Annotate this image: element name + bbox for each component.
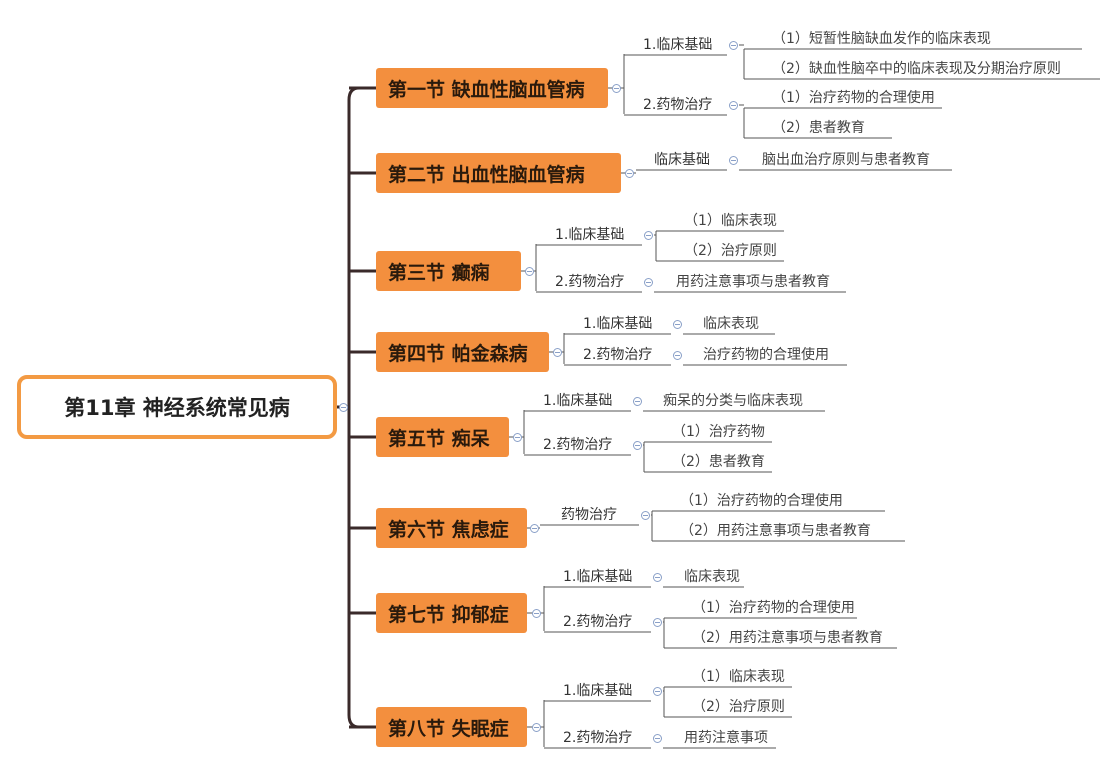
branch-label[interactable]: 2.药物治疗 bbox=[643, 97, 713, 113]
leaf-item[interactable]: （1）治疗药物的合理使用 bbox=[680, 493, 843, 509]
main-trunk-line bbox=[347, 86, 360, 729]
leaf-item[interactable]: （2）用药注意事项与患者教育 bbox=[680, 523, 871, 539]
section-topic-3[interactable]: 第三节 癫痫 bbox=[376, 251, 521, 291]
leaf-item[interactable]: （1）短暂性脑缺血发作的临床表现 bbox=[772, 31, 991, 47]
leaf-item[interactable]: （1）治疗药物的合理使用 bbox=[772, 90, 935, 106]
branch-label[interactable]: 2.药物治疗 bbox=[563, 614, 633, 630]
branch-label[interactable]: 2.药物治疗 bbox=[543, 437, 613, 453]
leaf-item[interactable]: （2）患者教育 bbox=[772, 120, 865, 136]
collapse-toggle-icon[interactable] bbox=[531, 723, 541, 732]
branch-label[interactable]: 1.临床基础 bbox=[563, 683, 633, 699]
leaf-item[interactable]: （2）缺血性脑卒中的临床表现及分期治疗原则 bbox=[772, 61, 1061, 77]
branch-label[interactable]: 1.临床基础 bbox=[543, 393, 613, 409]
leaf-item[interactable]: 用药注意事项 bbox=[684, 730, 768, 746]
collapse-toggle-icon[interactable] bbox=[552, 348, 562, 357]
collapse-toggle-icon[interactable] bbox=[624, 169, 634, 178]
collapse-toggle-icon[interactable] bbox=[729, 156, 738, 165]
section-topic-7[interactable]: 第七节 抑郁症 bbox=[376, 593, 527, 633]
leaf-item[interactable]: 痴呆的分类与临床表现 bbox=[663, 393, 803, 409]
branch-label[interactable]: 药物治疗 bbox=[561, 507, 617, 523]
leaf-item[interactable]: （1）临床表现 bbox=[684, 213, 777, 229]
leaf-item[interactable]: （2）用药注意事项与患者教育 bbox=[692, 630, 883, 646]
leaf-item[interactable]: 治疗药物的合理使用 bbox=[703, 347, 829, 363]
collapse-toggle-icon[interactable] bbox=[524, 267, 534, 276]
leaf-item[interactable]: （1）治疗药物的合理使用 bbox=[692, 600, 855, 616]
collapse-toggle-icon[interactable] bbox=[653, 734, 662, 743]
branch-label[interactable]: 2.药物治疗 bbox=[563, 730, 633, 746]
collapse-toggle-icon[interactable] bbox=[729, 101, 738, 110]
branch-label[interactable]: 1.临床基础 bbox=[643, 37, 713, 53]
section-topic-6[interactable]: 第六节 焦虑症 bbox=[376, 508, 527, 548]
section-topic-8[interactable]: 第八节 失眠症 bbox=[376, 707, 527, 747]
section-topic-2[interactable]: 第二节 出血性脑血管病 bbox=[376, 153, 621, 193]
branch-label[interactable]: 临床基础 bbox=[654, 152, 710, 168]
section-topic-4[interactable]: 第四节 帕金森病 bbox=[376, 332, 549, 372]
collapse-toggle-icon[interactable] bbox=[644, 278, 653, 287]
branch-label[interactable]: 2.药物治疗 bbox=[555, 274, 625, 290]
branch-label[interactable]: 1.临床基础 bbox=[563, 569, 633, 585]
collapse-toggle-icon[interactable] bbox=[673, 351, 682, 360]
section-topic-5[interactable]: 第五节 痴呆 bbox=[376, 417, 509, 457]
collapse-toggle-icon[interactable] bbox=[653, 573, 662, 582]
leaf-item[interactable]: （1）临床表现 bbox=[692, 669, 785, 685]
collapse-toggle-icon[interactable] bbox=[633, 397, 642, 406]
branch-label[interactable]: 1.临床基础 bbox=[555, 227, 625, 243]
leaf-item[interactable]: 临床表现 bbox=[703, 316, 759, 332]
leaf-item[interactable]: （2）治疗原则 bbox=[684, 243, 777, 259]
collapse-toggle-icon[interactable] bbox=[673, 320, 682, 329]
collapse-toggle-icon[interactable] bbox=[529, 524, 539, 533]
leaf-item[interactable]: （1）治疗药物 bbox=[672, 424, 765, 440]
collapse-toggle-icon[interactable] bbox=[653, 687, 662, 696]
leaf-item[interactable]: 脑出血治疗原则与患者教育 bbox=[762, 152, 930, 168]
branch-label[interactable]: 2.药物治疗 bbox=[583, 347, 653, 363]
branch-label[interactable]: 1.临床基础 bbox=[583, 316, 653, 332]
collapse-toggle-icon[interactable] bbox=[644, 231, 653, 240]
collapse-toggle-icon[interactable] bbox=[653, 618, 662, 627]
leaf-item[interactable]: 临床表现 bbox=[684, 569, 740, 585]
collapse-toggle-icon[interactable] bbox=[612, 84, 621, 93]
leaf-item[interactable]: （2）治疗原则 bbox=[692, 699, 785, 715]
leaf-item[interactable]: （2）患者教育 bbox=[672, 454, 765, 470]
root-topic[interactable]: 第11章 神经系统常见病 bbox=[17, 375, 337, 439]
leaf-item[interactable]: 用药注意事项与患者教育 bbox=[676, 274, 830, 290]
collapse-toggle-icon[interactable] bbox=[729, 41, 738, 50]
root-collapse-icon[interactable] bbox=[339, 403, 348, 412]
section-topic-1[interactable]: 第一节 缺血性脑血管病 bbox=[376, 68, 608, 108]
collapse-toggle-icon[interactable] bbox=[512, 433, 522, 442]
collapse-toggle-icon[interactable] bbox=[531, 609, 541, 618]
collapse-toggle-icon[interactable] bbox=[633, 441, 642, 450]
collapse-toggle-icon[interactable] bbox=[641, 511, 650, 520]
